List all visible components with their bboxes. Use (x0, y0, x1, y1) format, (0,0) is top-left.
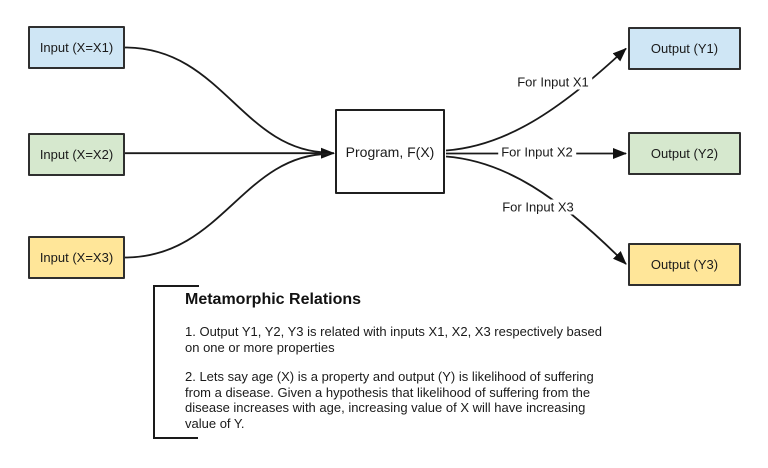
note-point-2: 2. Lets say age (X) is a property and ou… (185, 369, 594, 431)
edge-label-for-input-x3: For Input X3 (499, 199, 577, 215)
input-x1-box: Input (X=X1) (28, 26, 125, 69)
input-x2-box: Input (X=X2) (28, 133, 125, 176)
output-y3-box: Output (Y3) (628, 243, 741, 286)
edge-label-for-input-x1: For Input X1 (514, 74, 592, 90)
output-y1-box: Output (Y1) (628, 27, 741, 70)
program-label: Program, F(X) (345, 143, 435, 160)
output-y2-box: Output (Y2) (628, 132, 741, 175)
output-y2-label: Output (Y2) (650, 146, 719, 161)
input-x3-box: Input (X=X3) (28, 236, 125, 279)
output-y3-label: Output (Y3) (650, 257, 719, 272)
edge-label-for-input-x2: For Input X2 (498, 144, 576, 160)
output-y1-label: Output (Y1) (650, 41, 719, 56)
input-x2-label: Input (X=X2) (39, 147, 114, 162)
edge-input-x1-to-program (124, 46, 330, 154)
note-title: Metamorphic Relations (185, 291, 362, 308)
input-x1-label: Input (X=X1) (39, 40, 114, 55)
note-point-1: 1. Output Y1, Y2, Y3 is related with inp… (185, 324, 602, 355)
program-box: Program, F(X) (335, 109, 445, 194)
metamorphic-relations-note: Metamorphic Relations 1. Output Y1, Y2, … (185, 291, 615, 445)
input-x3-label: Input (X=X3) (39, 250, 114, 265)
edge-input-x3-to-program (124, 152, 330, 259)
edge-program-to-output-y1 (445, 47, 627, 152)
